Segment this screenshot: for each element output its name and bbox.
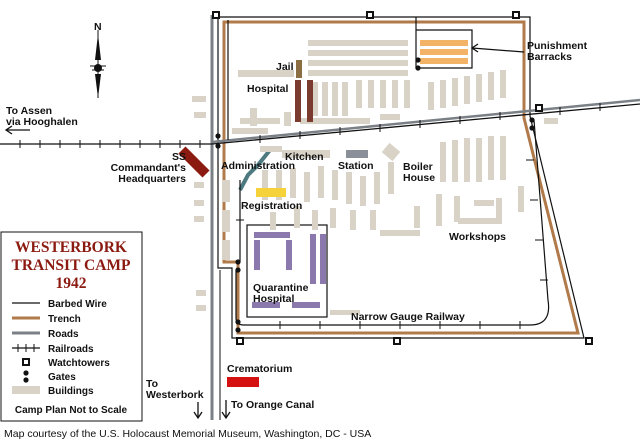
barbed-wire-perimeter — [217, 16, 585, 339]
gates — [215, 57, 535, 333]
label-to-orange-canal: To Orange Canal — [231, 399, 314, 411]
boiler-house-building — [381, 142, 401, 162]
ss-headquarters-building — [178, 146, 210, 178]
watchtower-icon — [212, 11, 220, 19]
buildings-legend-icon — [12, 386, 40, 394]
north-label: N — [94, 21, 102, 33]
jail-building — [296, 60, 302, 78]
barracks — [192, 40, 558, 315]
legend-gates: Gates — [48, 372, 76, 383]
label-registration: Registration — [241, 200, 302, 212]
gate-icon — [529, 125, 535, 131]
watchtower-icon — [585, 337, 593, 345]
watchtower-legend-icon — [22, 358, 30, 366]
label-quarantine-1: Quarantine — [253, 282, 309, 294]
legend-buildings: Buildings — [48, 386, 94, 397]
label-administration: Administration — [221, 160, 295, 172]
label-to-assen-2: via Hooghalen — [6, 116, 78, 128]
road-admin-curve — [238, 148, 272, 191]
gate-icon — [415, 65, 421, 71]
label-punishment-2: Barracks — [527, 51, 572, 63]
label-ss-1: SS — [172, 151, 186, 163]
gate-icon — [235, 259, 241, 265]
gate-icon — [529, 117, 535, 123]
railroad-main — [0, 103, 640, 148]
watchtower-icon — [366, 11, 374, 19]
road-east-west — [211, 98, 640, 144]
punishment-fence — [415, 17, 473, 69]
label-to-westerbork-1: To — [146, 378, 158, 390]
gate-icon — [235, 267, 241, 273]
watchtower-icon — [512, 11, 520, 19]
arrow-to-orange-canal — [221, 400, 231, 420]
label-to-assen-1: To Assen — [6, 105, 52, 117]
gate-legend-icon — [23, 370, 29, 383]
legend-title-1: WESTERBORK — [15, 239, 127, 256]
legend-note: Camp Plan Not to Scale — [15, 405, 128, 416]
punishment-barracks — [420, 40, 468, 64]
watchtower-icon — [236, 337, 244, 345]
label-ss-3: Headquarters — [118, 173, 186, 185]
label-station: Station — [338, 160, 374, 172]
label-workshops: Workshops — [449, 231, 506, 243]
map-credit: Map courtesy of the U.S. Holocaust Memor… — [4, 428, 372, 440]
legend-watchtowers: Watchtowers — [48, 358, 110, 369]
railroad-legend-icon — [12, 344, 40, 352]
label-to-westerbork-2: Westerbork — [146, 389, 204, 401]
legend-railroads: Railroads — [48, 344, 94, 355]
trench — [222, 20, 580, 335]
label-punishment-1: Punishment — [527, 40, 588, 52]
quarantine-fence — [246, 224, 328, 318]
arrow-to-westerbork — [193, 402, 203, 420]
registration-building — [256, 188, 286, 197]
gate-icon — [235, 319, 241, 325]
crematorium-building — [227, 377, 259, 387]
legend-title-3: 1942 — [56, 275, 87, 292]
gate-icon — [415, 57, 421, 63]
label-ss-2: Commandant's — [111, 162, 187, 174]
legend-roads: Roads — [48, 329, 79, 340]
legend-trench: Trench — [48, 314, 81, 325]
watchtower-icon — [535, 104, 543, 112]
quarantine-buildings — [252, 232, 326, 308]
arrow-to-assen — [4, 125, 30, 135]
gate-icon — [235, 327, 241, 333]
gate-icon — [215, 133, 221, 139]
label-boiler-1: Boiler — [403, 161, 433, 173]
label-jail: Jail — [276, 61, 294, 73]
label-quarantine-2: Hospital — [253, 293, 295, 305]
kitchen-building — [282, 150, 330, 158]
gate-icon — [215, 143, 221, 149]
station-building — [346, 150, 368, 158]
label-narrow-gauge: Narrow Gauge Railway — [351, 311, 465, 323]
label-hospital: Hospital — [247, 83, 289, 95]
legend-title-2: TRANSIT CAMP — [12, 257, 132, 274]
label-boiler-2: House — [403, 172, 435, 184]
north-arrow-icon — [90, 30, 106, 98]
watchtower-icon — [393, 337, 401, 345]
hospital-buildings — [295, 80, 313, 122]
arrow-to-punishment — [470, 43, 525, 53]
label-crematorium: Crematorium — [227, 363, 292, 375]
watchtowers — [212, 11, 593, 345]
legend: WESTERBORK TRANSIT CAMP 1942 Barbed Wire… — [0, 231, 143, 422]
label-kitchen: Kitchen — [285, 151, 324, 163]
legend-barbed-wire: Barbed Wire — [48, 299, 107, 310]
